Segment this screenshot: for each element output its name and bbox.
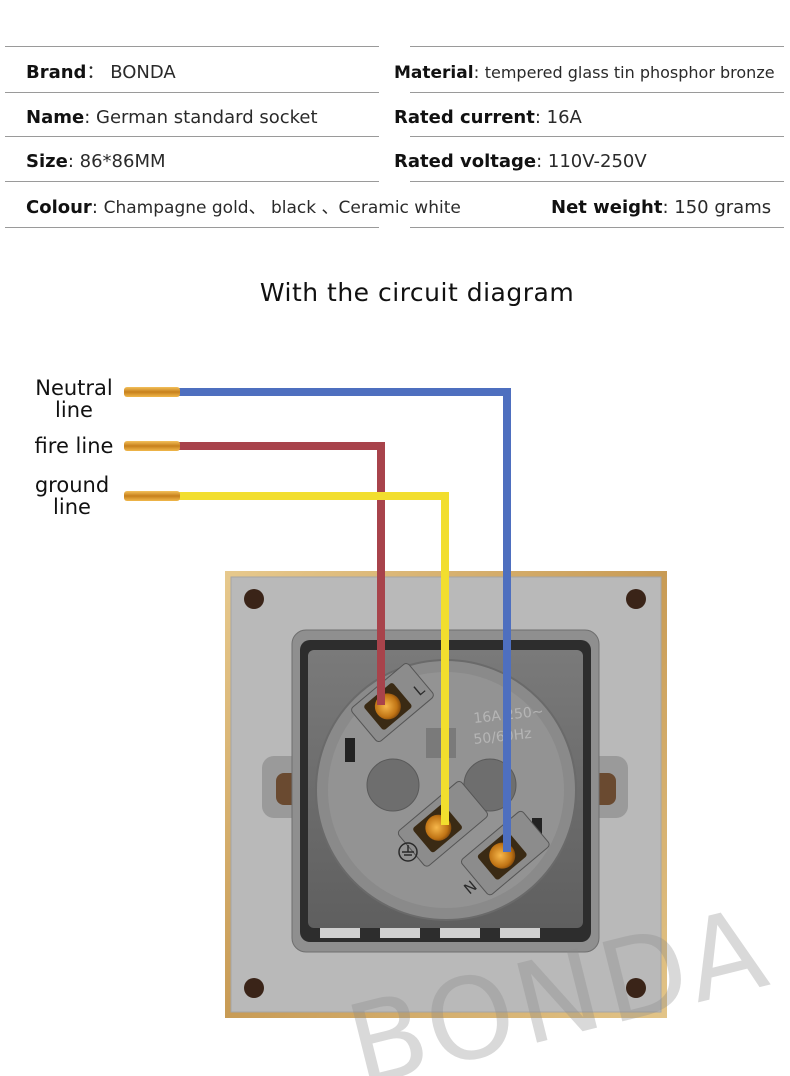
spec-sep: : xyxy=(536,151,543,172)
divider xyxy=(410,92,784,93)
wires xyxy=(178,388,511,852)
terminal-neutral xyxy=(461,810,550,896)
mount-hole-icon xyxy=(626,589,646,609)
spec-key: Size xyxy=(26,151,68,172)
mount-hole-icon xyxy=(244,978,264,998)
spec-sep: : xyxy=(534,107,541,128)
spec-rated-voltage: Rated voltage: 110V-250V xyxy=(394,151,647,173)
spec-sep: : xyxy=(84,107,91,128)
pin-hole-icon xyxy=(366,758,420,812)
clip xyxy=(440,928,480,938)
spec-key: Rated voltage xyxy=(394,151,537,172)
spec-value: BONDA xyxy=(110,62,176,83)
spec-key: Net weight xyxy=(551,197,663,218)
spec-key: Rated current xyxy=(394,107,535,128)
spec-key: Brand xyxy=(26,62,87,83)
spec-sep: : xyxy=(473,63,480,83)
neutral-line-label: Neutral line xyxy=(30,377,118,421)
divider xyxy=(410,227,784,228)
fire-wire xyxy=(178,442,385,705)
spec-material: Material: tempered glass tin phosphor br… xyxy=(394,62,775,84)
spec-sep: : xyxy=(91,197,98,218)
clip xyxy=(320,928,360,938)
spec-sep: : xyxy=(67,151,74,172)
spec-value: German standard socket xyxy=(96,107,318,128)
spec-rated-current: Rated current: 16A xyxy=(394,107,582,129)
label-line: line xyxy=(53,495,91,519)
label-line: Neutral xyxy=(35,376,113,400)
ground-wire xyxy=(178,492,449,825)
label-line: line xyxy=(55,398,93,422)
spec-size: Size: 86*86MM xyxy=(26,151,166,173)
clip xyxy=(380,928,420,938)
divider xyxy=(5,181,379,182)
spec-value: 110V-250V xyxy=(547,151,647,172)
socket-rating-text: 50/60Hz xyxy=(473,726,533,748)
mount-hole-icon xyxy=(626,978,646,998)
spec-value: Champagne gold、 black 、Ceramic white xyxy=(103,198,461,218)
spec-table: Brand： BONDA Name: German standard socke… xyxy=(0,0,790,240)
copper-tip xyxy=(124,387,180,397)
copper-tip xyxy=(124,491,180,501)
neutral-wire xyxy=(178,388,511,852)
label-line: ground xyxy=(34,473,110,497)
earth-clip xyxy=(345,738,355,762)
spec-value: 16A xyxy=(546,107,582,128)
spec-value: 150 grams xyxy=(674,197,772,218)
spec-key: Material xyxy=(394,63,474,83)
spec-key: Colour xyxy=(26,197,92,218)
ground-line-label: ground line xyxy=(28,474,116,518)
divider xyxy=(5,227,379,228)
spec-net-weight: Net weight: 150 grams xyxy=(551,197,771,219)
copper-tip xyxy=(124,441,180,451)
spec-key: Name xyxy=(26,107,85,128)
mount-hole-icon xyxy=(244,589,264,609)
spec-value: 86*86MM xyxy=(79,151,166,172)
spec-value: tempered glass tin phosphor bronze xyxy=(484,63,775,82)
clip xyxy=(500,928,540,938)
spec-name: Name: German standard socket xyxy=(26,107,318,129)
divider xyxy=(5,92,379,93)
spec-sep: ： xyxy=(86,62,105,83)
divider xyxy=(5,46,379,47)
earth-symbol-icon xyxy=(398,842,418,862)
spec-colour: Colour: Champagne gold、 black 、Ceramic w… xyxy=(26,197,461,219)
diagram-title: With the circuit diagram xyxy=(259,278,575,307)
spec-brand: Brand： BONDA xyxy=(26,62,176,84)
fire-line-label: fire line xyxy=(26,435,122,457)
divider xyxy=(410,181,784,182)
divider xyxy=(410,136,784,137)
divider xyxy=(410,46,784,47)
divider xyxy=(5,136,379,137)
spec-sep: : xyxy=(662,197,669,218)
label-line: fire line xyxy=(34,434,114,458)
